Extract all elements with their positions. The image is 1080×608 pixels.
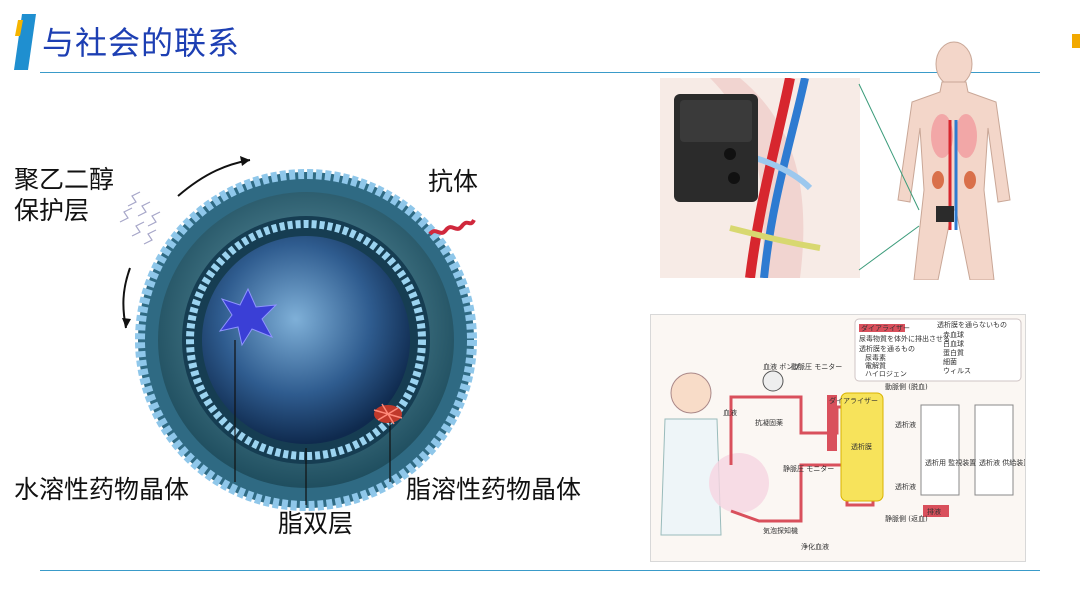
water-soluble-crystal-icon	[218, 287, 278, 347]
implant-illustration	[660, 78, 860, 278]
human-body-illustration	[897, 41, 1011, 280]
label-blood: 血液	[723, 408, 737, 417]
label-antibody: 抗体	[428, 167, 479, 196]
legend-block-item-1: 白血球	[943, 339, 964, 348]
artery-icon	[745, 78, 795, 278]
label-water-soluble-crystal: 水溶性药物晶体	[14, 475, 190, 504]
label-venous-side: 静脈側 (返血)	[885, 514, 928, 523]
page-title: 与社会的联系	[42, 24, 241, 62]
legend-pass-title: 透析膜を通るもの	[859, 344, 915, 353]
label-blood-pump: 血液 ポンプ	[763, 362, 800, 371]
dialysis-diagram: ダイアライザー 尿毒物質を体外に排出させる 透析膜を通るもの 尿毒素 電解質 ハ…	[650, 314, 1026, 562]
supply-unit-icon	[974, 404, 1014, 496]
legend-block-item-3: 細菌	[943, 357, 957, 366]
dialyzer-label-bar	[827, 395, 837, 451]
label-drain: 排液	[927, 507, 941, 516]
label-dialysate-in: 透析液	[895, 420, 916, 429]
label-arterial-monitor: 動脈圧 モニター	[791, 362, 842, 371]
antibody-icon	[428, 218, 476, 236]
header-divider	[40, 72, 1040, 73]
fat-soluble-crystal-icon	[373, 403, 403, 425]
label-supply-unit: 透析液 供給装置	[979, 458, 1026, 467]
legend-block-title: 透析膜を通らないもの	[937, 320, 1007, 329]
label-venous-monitor: 静脈圧 モニター	[783, 464, 834, 473]
legend-dialyzer-title: ダイアライザー	[861, 324, 910, 333]
label-dialyzer-body: 透析膜	[851, 442, 872, 451]
label-lipid-bilayer: 脂双层	[278, 509, 354, 538]
legend-block-item-0: 赤血球	[943, 330, 964, 339]
legend-pass-item-0: 尿毒素	[865, 353, 886, 362]
peg-layer-icon	[119, 191, 161, 245]
corner-marker	[1072, 34, 1080, 48]
footer-divider	[40, 570, 1040, 571]
pump-device-icon	[674, 94, 758, 202]
label-bubble-detector: 気泡探知機	[763, 526, 798, 535]
legend-pass-item-1: 電解質	[865, 361, 886, 370]
liposome-illustration	[119, 156, 477, 511]
label-dialyzer: ダイアライザー	[829, 396, 878, 405]
label-arterial-side: 動脈側 (脱血)	[885, 382, 928, 391]
label-monitor-unit: 透析用 監視装置	[925, 458, 976, 467]
label-clean-blood: 浄化血液	[801, 542, 829, 551]
dialyzer-icon	[840, 392, 884, 502]
blood-pump-icon	[762, 370, 784, 392]
label-fat-soluble-crystal: 脂溶性药物晶体	[406, 475, 582, 504]
label-dialysate-out: 透析液	[895, 482, 916, 491]
legend-block-item-2: 蛋白質	[943, 348, 964, 357]
legend-pass-item-2: ハイロジェン	[865, 370, 907, 378]
monitor-unit-icon	[920, 404, 960, 496]
callout-lines	[858, 83, 920, 271]
drain-label-bg	[923, 505, 949, 517]
label-peg-protective-layer: 聚乙二醇 保护层	[14, 165, 115, 225]
legend-block-item-4: ウィルス	[943, 367, 971, 375]
legend-dialyzer-text: 尿毒物質を体外に排出させる	[859, 334, 950, 343]
patient-icon	[660, 372, 769, 536]
title-accent-bar	[14, 14, 36, 70]
label-anticoagulant: 抗凝固薬	[755, 418, 783, 427]
